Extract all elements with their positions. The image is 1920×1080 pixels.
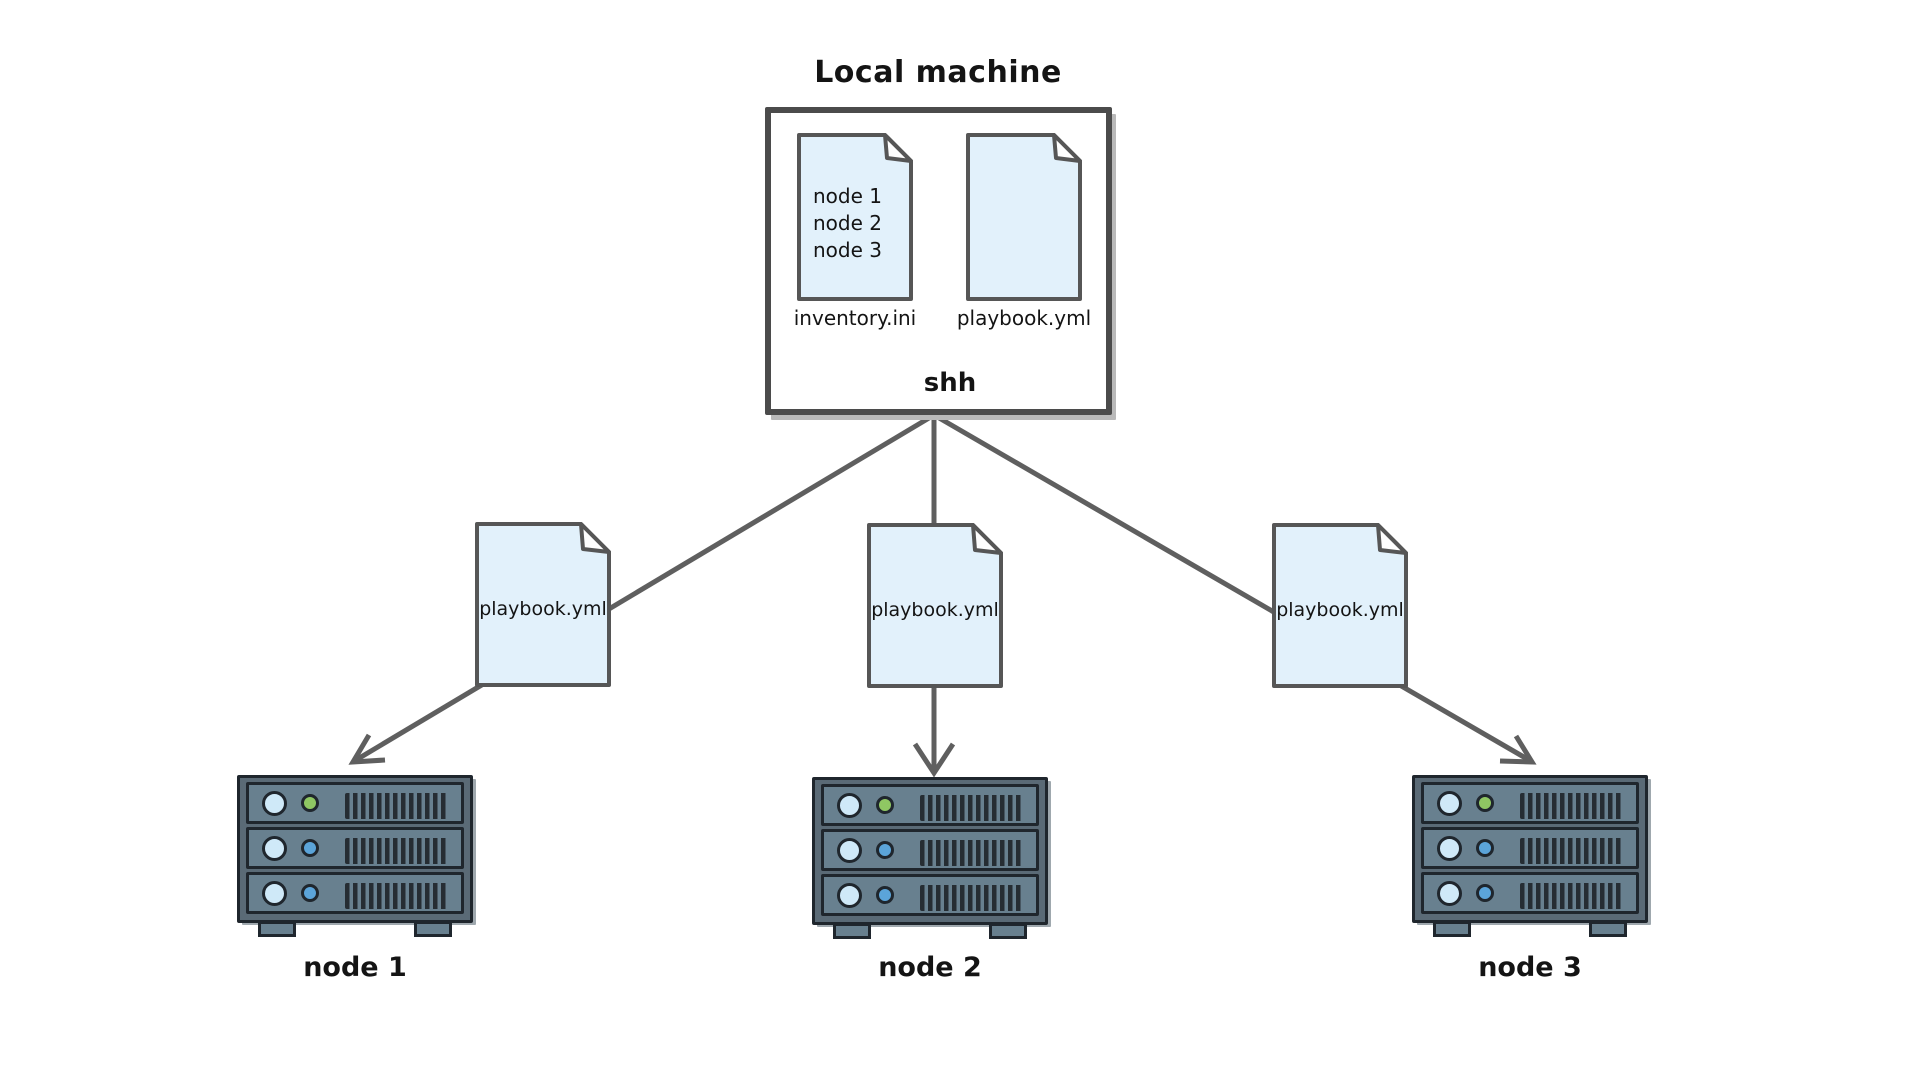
power-led-icon [1437,790,1462,816]
transfer-file-node3: playbook.yml [1272,523,1408,688]
transfer-file-label: playbook.yml [871,599,999,621]
status-led-icon [301,884,319,902]
playbook-file-icon [966,133,1082,301]
status-led-icon [876,841,894,859]
server-rack-node3 [1412,775,1648,937]
document-icon [1272,523,1408,688]
vent-slats-icon [345,793,449,819]
arrow-to-node-3 [932,412,1537,765]
document-icon [966,133,1082,301]
server-unit [1421,872,1639,914]
server-unit [246,782,464,824]
inventory-line: node 1 [813,184,882,208]
server-unit [246,827,464,869]
transfer-file-label: playbook.yml [1276,599,1404,621]
server-unit [821,829,1039,871]
vent-slats-icon [1520,793,1624,819]
vent-slats-icon [1520,883,1624,909]
document-icon [475,522,611,687]
power-led-icon [262,835,287,861]
status-led-icon [301,839,319,857]
status-led-icon [876,796,894,814]
power-led-icon [1437,880,1462,906]
rack-foot [1433,921,1471,937]
node2-label: node 2 [878,952,982,983]
rack-foot [414,921,452,937]
power-led-icon [1437,835,1462,861]
vent-slats-icon [920,840,1024,866]
inventory-file-icon: node 1 node 2 node 3 [797,133,913,301]
server-unit [246,872,464,914]
inventory-file-contents: node 1 node 2 node 3 [813,183,905,264]
inventory-line: node 2 [813,211,882,235]
power-led-icon [837,882,862,908]
power-led-icon [262,880,287,906]
playbook-file-name: playbook.yml [956,306,1092,330]
vent-slats-icon [345,883,449,909]
rack-foot [989,923,1027,939]
local-machine-title: Local machine [814,55,1062,90]
document-icon [867,523,1003,688]
status-led-icon [1476,884,1494,902]
vent-slats-icon [920,885,1024,911]
power-led-icon [262,790,287,816]
status-led-icon [1476,794,1494,812]
arrow-to-node-1 [348,412,936,765]
transfer-file-node2: playbook.yml [867,523,1003,688]
rack-foot [1589,921,1627,937]
server-rack-node1 [237,775,473,937]
server-rack-node2 [812,777,1048,939]
vent-slats-icon [345,838,449,864]
server-unit [1421,827,1639,869]
status-led-icon [301,794,319,812]
status-led-icon [876,886,894,904]
server-unit [821,784,1039,826]
power-led-icon [837,792,862,818]
vent-slats-icon [1520,838,1624,864]
node3-label: node 3 [1478,952,1582,983]
server-unit [821,874,1039,916]
transfer-file-label: playbook.yml [479,598,607,620]
inventory-line: node 3 [813,238,882,262]
rack-foot [258,921,296,937]
rack-foot [833,923,871,939]
document-icon [797,133,913,301]
vent-slats-icon [920,795,1024,821]
transfer-file-node1: playbook.yml [475,522,611,687]
connection-label: shh [923,368,977,398]
node1-label: node 1 [303,952,407,983]
server-unit [1421,782,1639,824]
inventory-file-name: inventory.ini [793,306,917,330]
status-led-icon [1476,839,1494,857]
power-led-icon [837,837,862,863]
